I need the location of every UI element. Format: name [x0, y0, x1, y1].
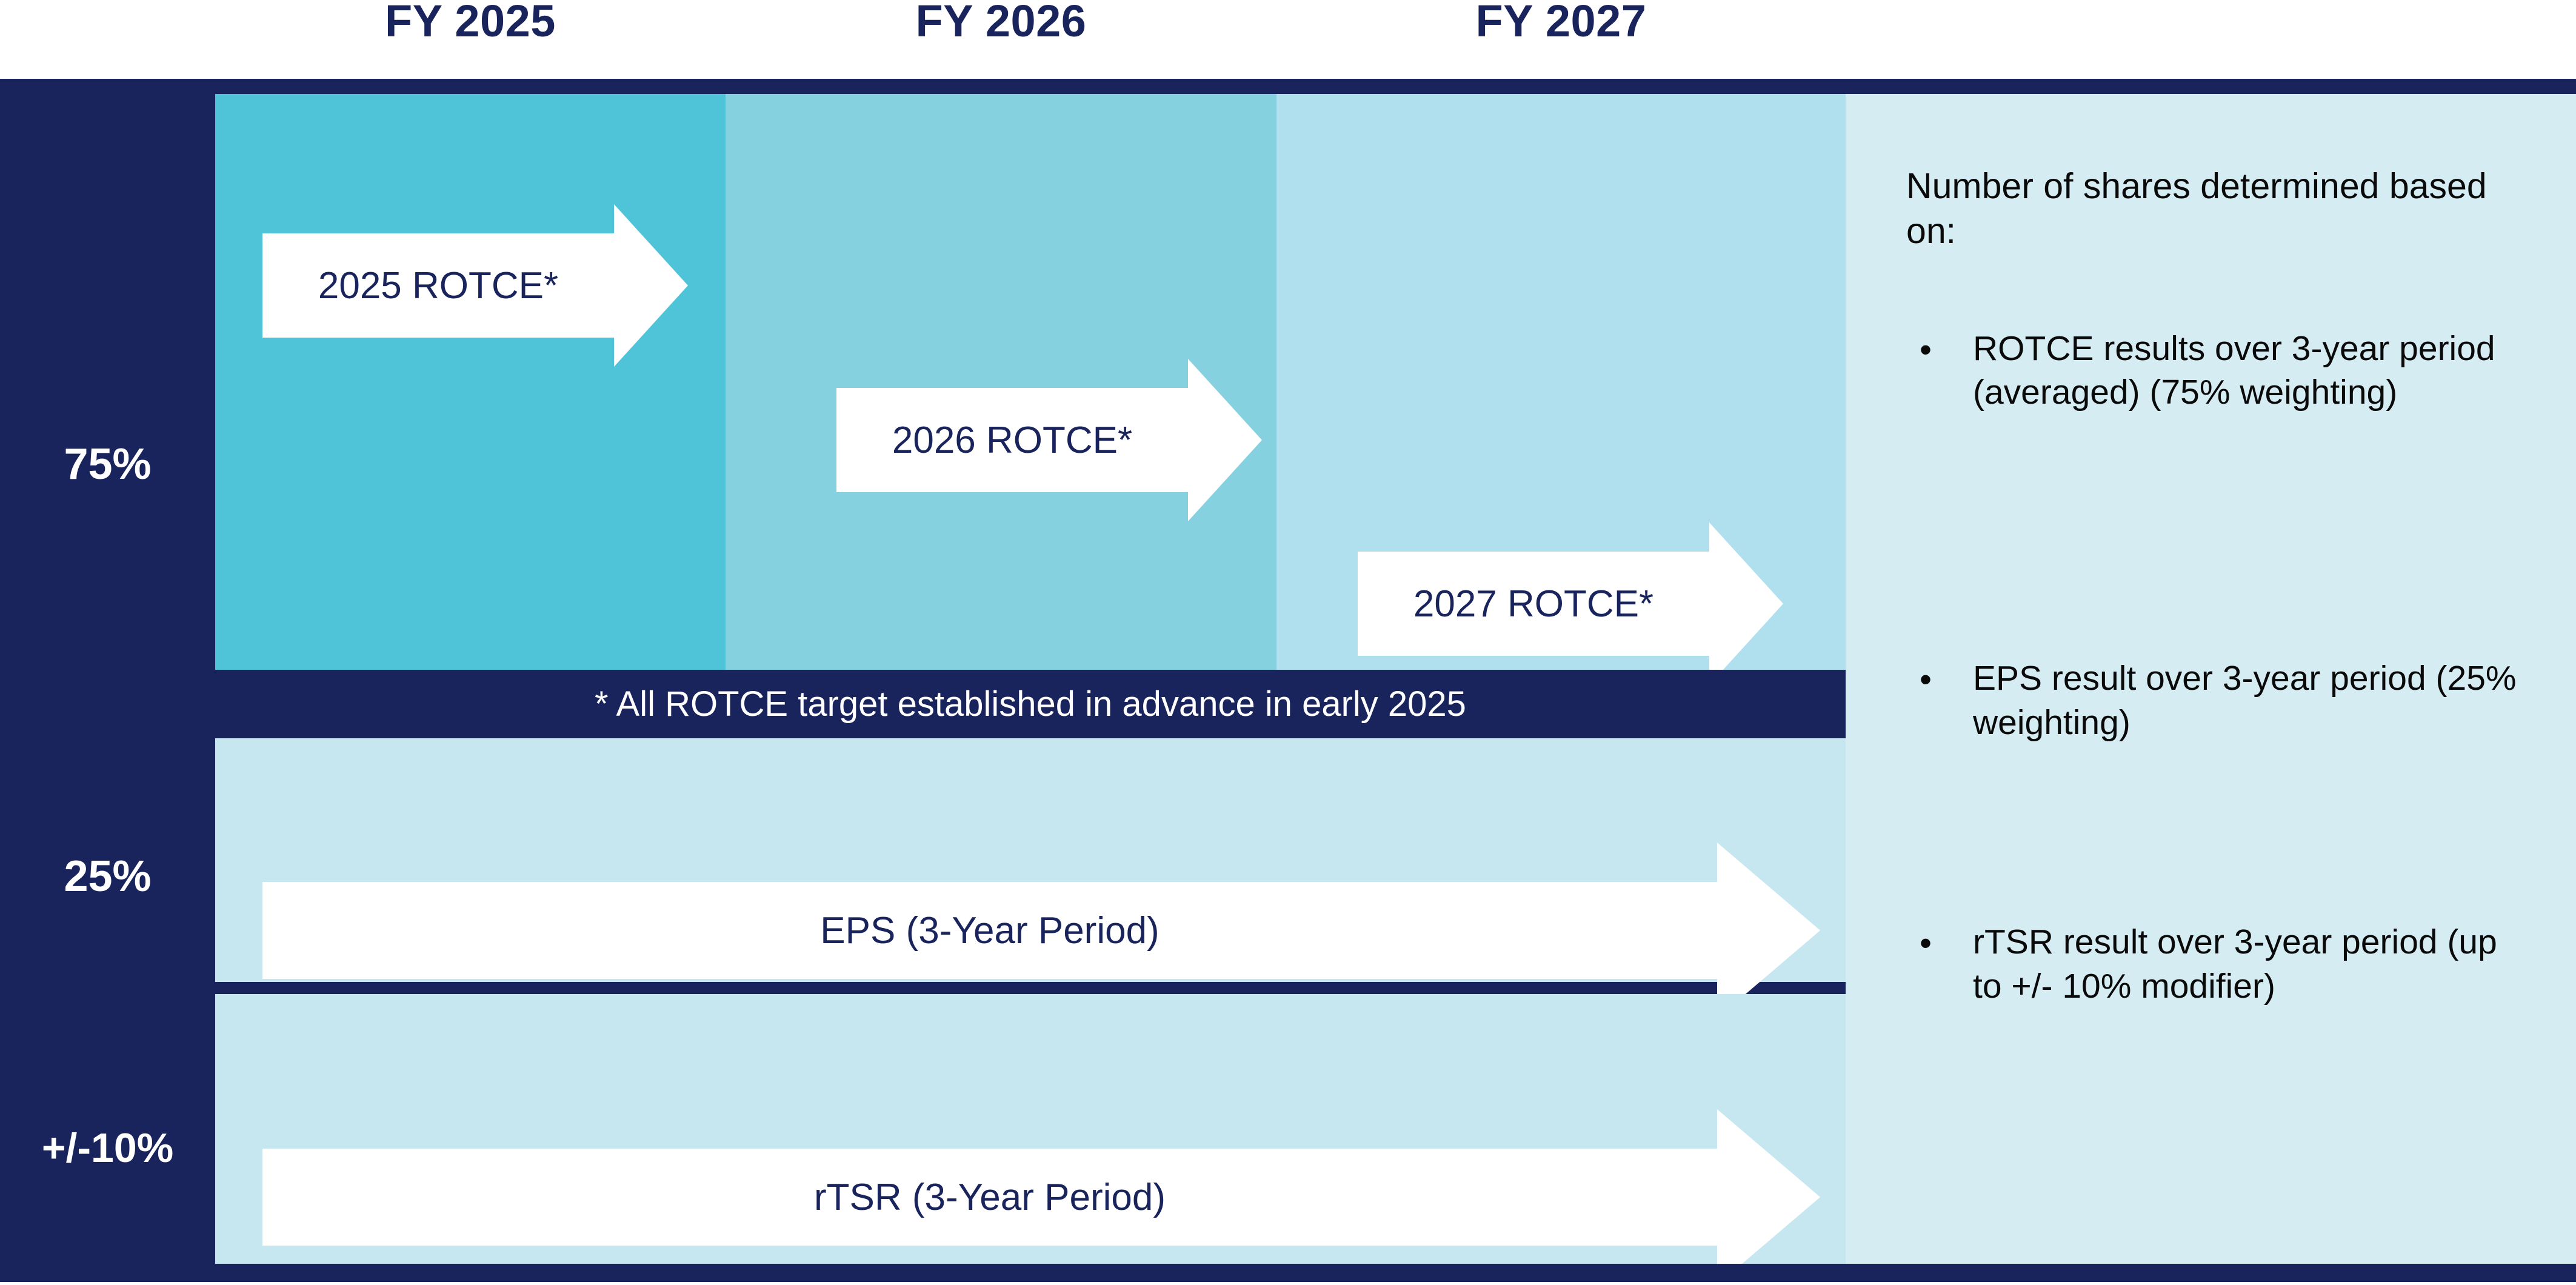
- arrow-head-icon: [1188, 359, 1262, 521]
- fiscal-year-header: FY 2025 FY 2026 FY 2027: [0, 0, 2576, 79]
- panel-intro-text: Number of shares determined based on:: [1906, 166, 2487, 252]
- rotce-arrow-2026-label: 2026 ROTCE*: [836, 388, 1188, 492]
- fiscal-year-label-2026: FY 2026: [915, 0, 1087, 46]
- panel-bullet-list: • ROTCE results over 3-year period (aver…: [1906, 327, 2531, 1008]
- bottom-divider: [0, 1264, 2576, 1282]
- eps-arrow-label: EPS (3-Year Period): [262, 882, 1717, 979]
- performance-share-diagram: 75% 25% +/-10% 2025 ROTCE* 2026 ROTCE* 2…: [0, 79, 2576, 1285]
- rtsr-arrow-label: rTSR (3-Year Period): [262, 1149, 1717, 1246]
- rtsr-arrow: rTSR (3-Year Period): [262, 1109, 1820, 1285]
- list-item: • ROTCE results over 3-year period (aver…: [1906, 327, 2531, 415]
- rotce-arrow-2025-label: 2025 ROTCE*: [262, 233, 614, 338]
- arrow-head-icon: [1717, 843, 1820, 1018]
- arrow-head-icon: [1717, 1109, 1820, 1285]
- bullet-dot-icon: •: [1920, 330, 1932, 369]
- list-item-label: EPS result over 3-year period (25% weigh…: [1973, 659, 2517, 742]
- bullet-dot-icon: •: [1920, 924, 1932, 963]
- list-item-label: ROTCE results over 3-year period (averag…: [1973, 329, 2495, 412]
- weight-label-rotce: 75%: [64, 440, 152, 489]
- eps-arrow: EPS (3-Year Period): [262, 843, 1820, 1018]
- list-item-label: rTSR result over 3-year period (up to +/…: [1973, 923, 2497, 1006]
- rotce-arrow-2027-label: 2027 ROTCE*: [1358, 552, 1709, 656]
- fiscal-year-label-2027: FY 2027: [1475, 0, 1647, 46]
- arrow-head-icon: [614, 204, 688, 367]
- rotce-arrow-2025: 2025 ROTCE*: [262, 204, 688, 367]
- weight-label-eps: 25%: [64, 852, 152, 901]
- weight-label-rtsr: +/-10%: [41, 1125, 174, 1171]
- rotce-footnote: * All ROTCE target established in advanc…: [215, 670, 1846, 738]
- year-band-2025: [215, 94, 726, 670]
- year-band-2026: [726, 94, 1276, 670]
- arrow-head-icon: [1709, 522, 1783, 685]
- fiscal-year-label-2025: FY 2025: [385, 0, 556, 46]
- rotce-arrow-2026: 2026 ROTCE*: [836, 359, 1262, 521]
- list-item: • EPS result over 3-year period (25% wei…: [1906, 656, 2531, 744]
- share-determination-panel: Number of shares determined based on: • …: [1846, 94, 2576, 1264]
- list-item: • rTSR result over 3-year period (up to …: [1906, 920, 2531, 1008]
- bullet-dot-icon: •: [1920, 660, 1932, 699]
- rotce-arrow-2027: 2027 ROTCE*: [1358, 522, 1783, 685]
